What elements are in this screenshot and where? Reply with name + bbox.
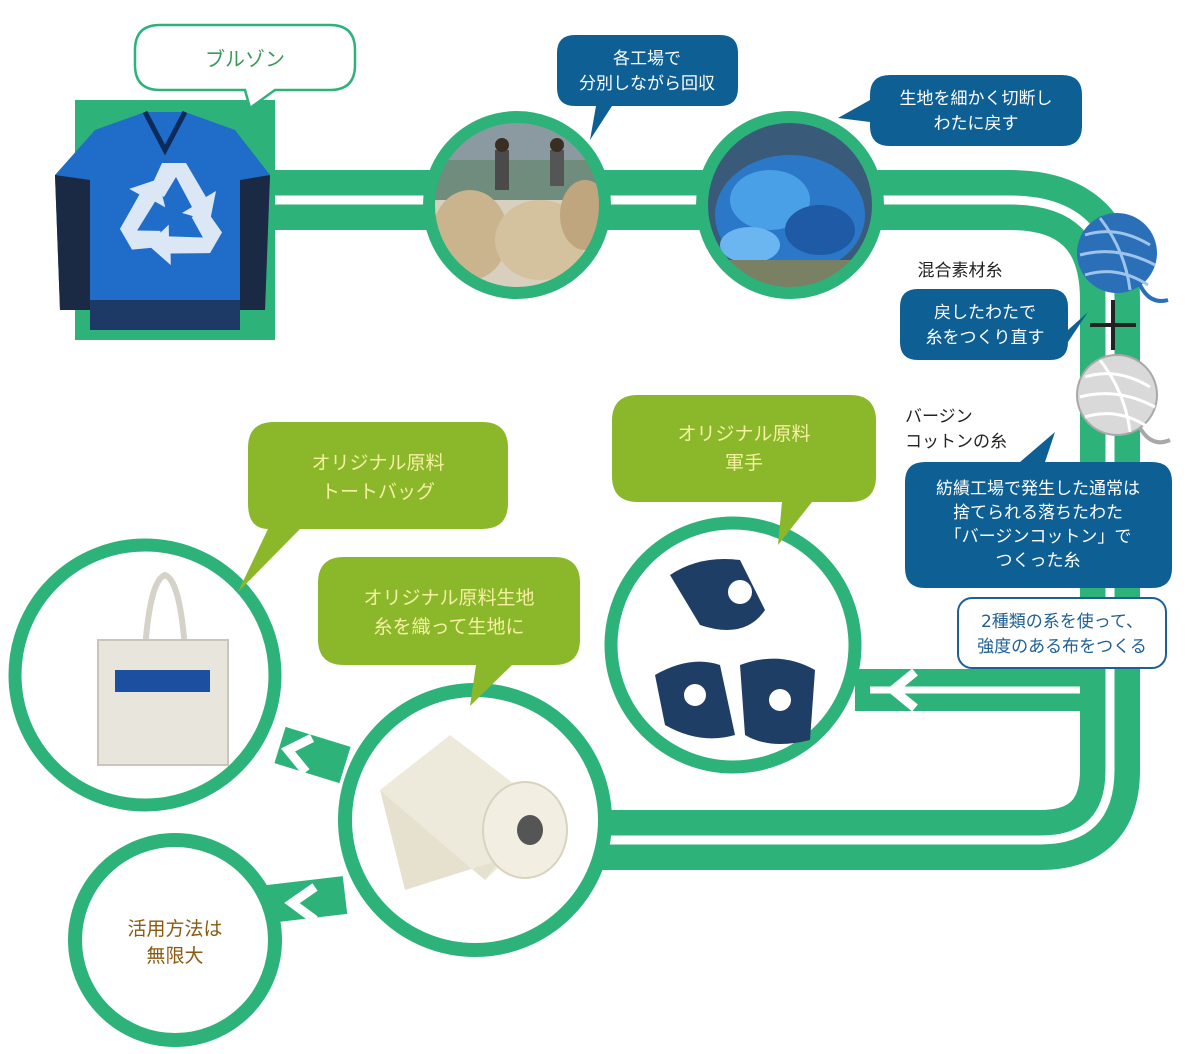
yarn-ball-blue-icon <box>1077 213 1169 303</box>
tote-line-1: オリジナル原料 <box>311 452 444 474</box>
plus-icon <box>1090 300 1136 350</box>
cut-bubble: 生地を細かく切断し わたに戻す <box>838 75 1082 146</box>
gloves-photo <box>604 516 862 774</box>
infinite-line-1: 活用方法は <box>127 918 222 940</box>
gloves-bubble: オリジナル原料 軍手 <box>612 395 876 545</box>
tote-bag-photo <box>8 538 282 812</box>
arrow-left-icon <box>274 726 351 784</box>
infinite-line-2: 無限大 <box>146 945 203 967</box>
cut-line-1: 生地を細かく切断し <box>900 89 1053 109</box>
factory-collection-photo <box>423 111 611 299</box>
cut-fabric-photo <box>696 111 884 299</box>
fabric-line-1: オリジナル原料生地 <box>363 587 534 609</box>
two-yarns-box: 2種類の系を使って、 強度のある布をつくる <box>957 597 1167 669</box>
virgin-desc-line-4: つくった糸 <box>996 551 1081 571</box>
gloves-line-1: オリジナル原料 <box>677 423 810 445</box>
collect-bubble: 各工場で 分別しながら回収 <box>557 35 738 140</box>
two-yarns-line-1: 2種類の系を使って、 <box>981 611 1143 632</box>
collect-line-1: 各工場で <box>613 49 681 69</box>
jacket-photo <box>55 100 275 340</box>
fabric-roll-photo <box>338 683 612 957</box>
respin-bubble: 戻したわたで 糸をつくり直す <box>900 289 1088 360</box>
fabric-line-2: 糸を織って生地に <box>373 616 524 638</box>
fabric-bubble: オリジナル原料生地 糸を織って生地に <box>318 557 580 706</box>
gloves-line-1: 軍手 <box>725 452 763 474</box>
respin-line-1: 戻したわたで <box>934 303 1036 323</box>
tote-bubble: オリジナル原料 トートバッグ <box>238 422 508 592</box>
collect-line-2: 分別しながら回収 <box>579 74 715 94</box>
virgin-line-2: コットンの糸 <box>905 432 1007 452</box>
infinite-circle <box>68 833 282 1047</box>
respin-line-2: 糸をつくり直す <box>926 328 1045 348</box>
yarn-ball-white-icon <box>1076 354 1171 445</box>
cut-line-2: わたに戻す <box>934 114 1019 134</box>
virgin-desc-line-1: 紡績工場で発生した通常は <box>936 479 1140 499</box>
virgin-desc-bubble: 紡績工場で発生した通常は 捨てられる落ちたわた 「バージンコットン」で つくった… <box>905 432 1172 588</box>
virgin-line-1: バージン <box>905 407 973 427</box>
jacket-label-bubble: ブルゾン <box>133 23 357 111</box>
virgin-desc-line-3: 「バージンコットン」で <box>945 527 1132 547</box>
arrow-left-icon <box>885 668 918 712</box>
jacket-label: ブルゾン <box>205 47 285 71</box>
tote-line-2: トートバッグ <box>321 481 435 503</box>
virgin-desc-line-2: 捨てられる落ちたわた <box>953 503 1123 523</box>
flow-track <box>255 170 1140 870</box>
two-yarns-line-2: 強度のある布をつくる <box>977 637 1147 657</box>
recycle-icon <box>119 163 223 266</box>
mixed-yarn-label: 混合素材糸 <box>918 261 1003 281</box>
